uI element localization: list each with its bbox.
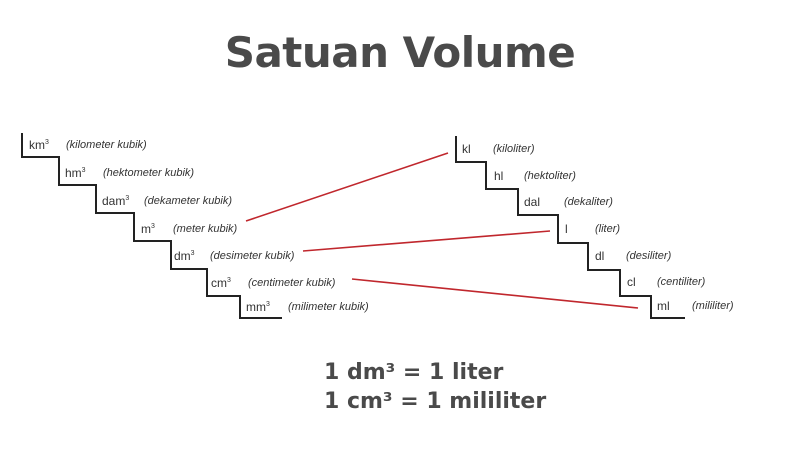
exponent: 3 [45,139,49,146]
exponent: 3 [151,223,155,230]
unit-l: l [565,222,568,236]
unit-symbol: hm [65,166,82,180]
exponent: 3 [190,250,195,257]
unit-dm3: dm3 [174,249,195,263]
name-km3: (kilometer kubik) [66,139,147,151]
right-staircase-line [455,136,685,319]
name-dal: (dekaliter) [564,196,613,208]
unit-symbol: dm [174,249,191,263]
unit-symbol: cm [211,276,227,290]
equation-cm3-mililiter: 1 cm³ = 1 mililiter [324,389,547,414]
name-kl: (kiloliter) [493,143,535,155]
unit-ml: ml [657,299,670,313]
unit-dal: dal [524,195,541,209]
connector-cm3-ml [351,278,639,309]
exponent: 3 [227,277,231,284]
connector-m3-kl [245,152,449,222]
page-title: Satuan Volume [224,28,576,77]
unit-hm3: hm3 [65,166,86,180]
unit-m3: m3 [141,222,155,236]
unit-cl: cl [627,275,636,289]
unit-kl: kl [462,142,471,156]
unit-cm3: cm3 [211,276,231,290]
equation-dm3-liter: 1 dm³ = 1 liter [324,360,504,385]
exponent: 3 [266,301,270,308]
unit-symbol: m [141,222,151,236]
name-dl: (desiliter) [626,250,672,262]
exponent: 3 [125,195,130,202]
name-hm3: (hektometer kubik) [103,167,195,179]
name-hl: (hektoliter) [524,170,576,182]
left-staircase-line [21,133,282,319]
unit-dam3: dam3 [102,194,129,208]
name-cm3: (centimeter kubik) [248,277,336,289]
unit-symbol: dam [102,194,126,208]
unit-km3: km3 [29,138,49,152]
connector-dm3-l [302,230,551,252]
exponent: 3 [81,167,86,174]
name-m3: (meter kubik) [173,223,238,235]
name-dam3: (dekameter kubik) [144,195,233,207]
name-dm3: (desimeter kubik) [210,250,295,262]
unit-hl: hl [494,169,504,183]
name-mm3: (milimeter kubik) [288,301,369,313]
unit-symbol: km [29,138,45,152]
name-l: (liter) [595,223,621,235]
name-ml: (mililiter) [692,300,734,312]
unit-mm3: mm3 [246,300,270,314]
unit-dl: dl [595,249,605,263]
unit-symbol: mm [246,300,266,314]
name-cl: (centiliter) [657,276,706,288]
